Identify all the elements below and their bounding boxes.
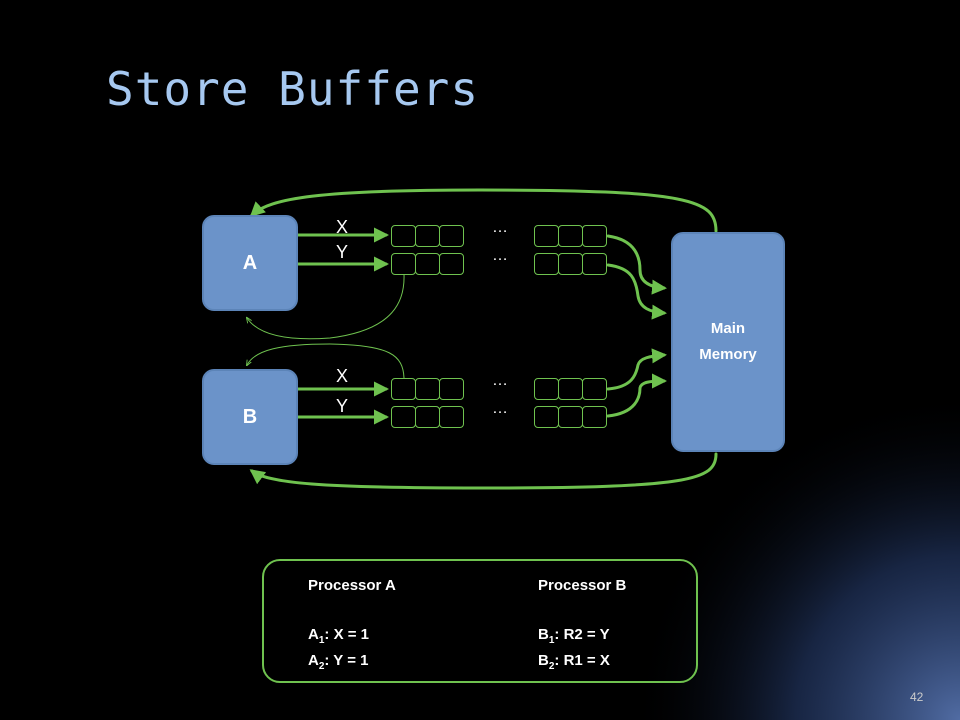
var-label-a-y: Y — [336, 242, 349, 262]
slide-title: Store Buffers — [106, 62, 480, 116]
instruction-a2: A2: Y = 1 — [308, 652, 369, 672]
instruction-b2: B2: R1 = X — [538, 652, 610, 672]
page-number: 42 — [910, 690, 924, 704]
buffer-ellipsis: … — [492, 219, 510, 236]
buffer-ellipsis: … — [492, 247, 510, 264]
buffer-ellipsis: … — [492, 372, 510, 389]
buf-a-x-to-memory — [606, 234, 667, 295]
var-label-b-x: X — [336, 366, 349, 386]
processor-a-box: A — [202, 215, 298, 311]
buf-a-y-to-memory — [606, 263, 667, 320]
store-buffer-b-y: … — [391, 400, 607, 428]
buf-b-y-to-memory — [606, 373, 667, 418]
store-buffer-b-x: … — [391, 372, 607, 400]
b-x-forward-arrow — [247, 343, 405, 379]
memory-to-a-arrow — [249, 188, 718, 233]
processor-a-header: Processor A — [308, 577, 396, 594]
instruction-b1: B1: R2 = Y — [538, 626, 610, 646]
processor-b-box: B — [202, 369, 298, 465]
memory-to-b-arrow — [249, 452, 718, 490]
memory-label-line1: Main — [710, 320, 746, 337]
store-buffer-a-y: … — [391, 247, 607, 275]
instruction-a1: A1: X = 1 — [308, 626, 370, 646]
main-memory-box: Main Memory — [671, 232, 785, 452]
buf-b-x-to-memory — [606, 348, 667, 391]
processor-b-header: Processor B — [538, 577, 627, 594]
memory-label-line2: Memory — [699, 346, 757, 363]
program-box — [262, 559, 698, 683]
buffer-ellipsis: … — [492, 400, 510, 417]
store-buffer-a-x: … — [391, 219, 607, 247]
var-label-a-x: X — [336, 217, 349, 237]
a-y-forward-arrow — [247, 273, 405, 340]
var-label-b-y: Y — [336, 396, 349, 416]
